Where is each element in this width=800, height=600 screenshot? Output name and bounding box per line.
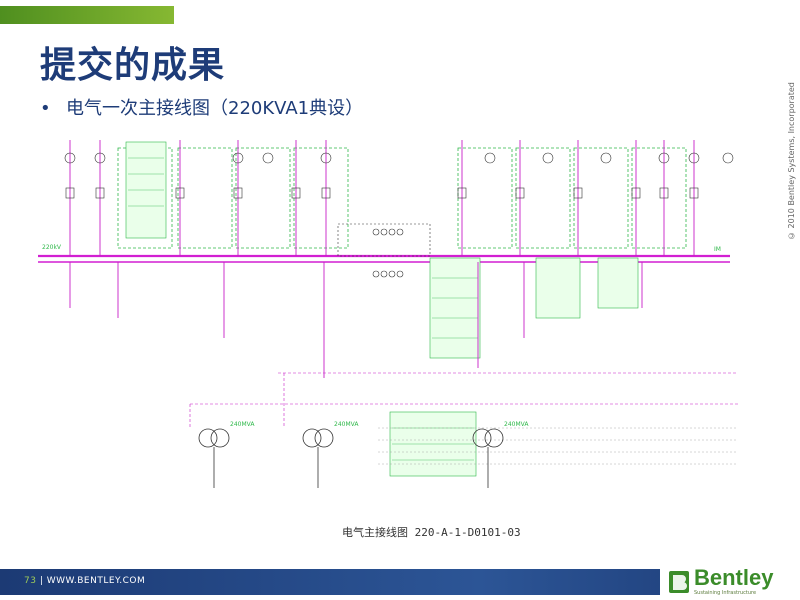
- bullet-text: 电气一次主接线图（220KVA1典设）: [66, 98, 364, 119]
- transformer-1-label: 240MVA: [230, 421, 255, 428]
- bus-right-label: IM: [714, 246, 721, 253]
- transformer-1: [198, 428, 230, 488]
- transformer-3: [472, 428, 504, 488]
- diagram-caption: 电气主接线图 220-A-1-D0101-03: [342, 526, 521, 539]
- page-number: 73: [24, 576, 37, 586]
- bentley-logo-icon: [669, 571, 689, 593]
- title-accent-bar: [0, 6, 174, 24]
- logo-wordmark: Bentley: [694, 565, 774, 590]
- main-wiring-diagram: 220kV IM: [38, 140, 738, 488]
- bullet-item: • 电气一次主接线图（220KVA1典设）: [40, 94, 363, 120]
- spec-tables: [125, 141, 639, 477]
- bullet-symbol: •: [40, 98, 51, 119]
- lower-feeder-lines: [69, 262, 643, 378]
- secondary-grid-lines: [378, 427, 738, 465]
- upper-feeder-bays: [117, 147, 687, 249]
- footer-text: 73 | WWW.BENTLEY.COM: [24, 576, 145, 586]
- spec-table-lines: [128, 157, 478, 461]
- footer-separator: |: [36, 576, 47, 586]
- footer-url-link[interactable]: WWW.BENTLEY.COM: [46, 576, 146, 586]
- transformer-2: [302, 428, 334, 488]
- secondary-bus-lines: [189, 372, 738, 428]
- bus-coupler: [337, 223, 431, 278]
- copyright-notice: © 2010 Bentley Systems, Incorporated: [787, 82, 796, 240]
- transformer-2-label: 240MVA: [334, 421, 359, 428]
- slide-title: 提交的成果: [40, 45, 226, 86]
- logo-tagline: Sustaining Infrastructure: [694, 590, 757, 596]
- transformer-3-label: 240MVA: [504, 421, 529, 428]
- bus-left-label: 220kV: [42, 244, 62, 251]
- bentley-logo: Bentley Sustaining Infrastructure: [660, 565, 800, 600]
